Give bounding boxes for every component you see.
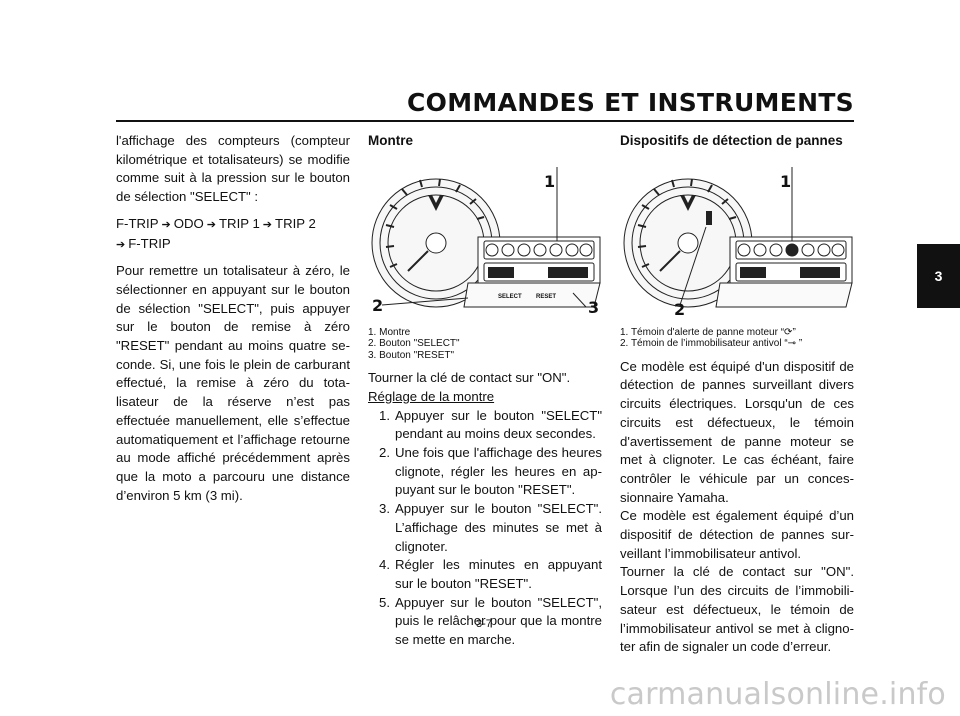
clock-steps: 1.Appuyer sur le bouton "SELECT" pendant… [368, 407, 602, 650]
figure-captions: 1. Témoin d'alerte de panne moteur “⟳” 2… [620, 327, 854, 350]
caption: 1. Montre [368, 326, 411, 338]
paragraph-fault-1: Ce modèle est équipé d'un dispositif de … [620, 358, 854, 505]
seq-item: F-TRIP [128, 235, 171, 251]
caption: 2. Témoin de l’immobilisateur antivol “⊸… [620, 338, 803, 350]
paragraph-reset-instructions: Pour remettre un totalisateur à zéro, le… [116, 263, 350, 503]
caption: 3. Bouton "RESET" [368, 349, 455, 361]
list-item: 1.Appuyer sur le bouton "SELECT" pendant… [379, 407, 602, 442]
section-heading-clock: Montre [368, 133, 413, 148]
page-number: 3-7 [476, 618, 492, 630]
display-sequence: F-TRIP➔ODO➔TRIP 1➔TRIP 2 ➔F-TRIP [116, 215, 350, 254]
seq-item: F-TRIP [116, 215, 159, 231]
watermark: carmanualsonline.info [609, 677, 946, 712]
list-item: 3.Appuyer sur le bouton "SELECT". L’affi… [379, 501, 602, 554]
column-3: Dispositifs de détection de pannes [620, 132, 854, 657]
column-2: Montre [368, 132, 602, 650]
arrow-right-icon: ➔ [206, 218, 216, 231]
instrument-panel-illustration [371, 166, 601, 308]
caption: 2. Bouton "SELECT" [368, 338, 460, 350]
callout-3: 3 [588, 297, 600, 317]
subheading-clock-setting: Réglage de la montre [368, 388, 495, 404]
callout-2: 2 [674, 299, 686, 319]
callout-1: 1 [544, 171, 556, 191]
instrument-panel-illustration [623, 166, 853, 308]
immobilizer-icon: ⊸ [787, 338, 797, 350]
reset-button-label: RESET [536, 293, 557, 300]
section-tab: 3 [917, 244, 960, 308]
seq-item: ODO [173, 215, 204, 231]
paragraph-fault-3: Tourner la clé de contact sur "ON". Lors… [620, 564, 854, 655]
seq-item: TRIP 1 [218, 215, 260, 231]
arrow-right-icon: ➔ [262, 218, 273, 231]
paragraph-fault-2: Ce modèle est également équipé d’un disp… [620, 508, 854, 561]
list-item: 5.Appuyer sur le bouton "SELECT", puis l… [379, 594, 602, 648]
engine-warning-icon: ⟳ [784, 326, 793, 338]
intro-line: Tourner la clé de contact sur "ON". [368, 370, 571, 386]
instrument-panel-figure-clock: SELECT RESET 1 2 3 [368, 155, 602, 325]
callout-1: 1 [780, 171, 792, 191]
section-heading-fault-detection: Dispositifs de détection de pannes [620, 133, 843, 148]
header-rule [116, 120, 854, 122]
select-button-label: SELECT [498, 293, 522, 300]
callout-2: 2 [372, 295, 384, 315]
arrow-right-icon: ➔ [161, 218, 171, 231]
page-header-title: COMMANDES ET INSTRUMENTS [407, 88, 854, 117]
paragraph-display-cycle: l'affichage des compteurs (compteur kilo… [116, 133, 350, 205]
list-item: 2.Une fois que l'affichage des heures cl… [379, 445, 602, 498]
column-1: l'affichage des compteurs (compteur kilo… [116, 132, 350, 505]
list-item: 4.Régler les minutes en appuyant sur le … [379, 557, 602, 591]
instrument-panel-figure-warning: 1 2 [620, 155, 854, 325]
figure-captions: 1. Montre 2. Bouton "SELECT" 3. Bouton "… [368, 327, 602, 362]
seq-item: TRIP 2 [275, 215, 316, 231]
arrow-right-icon: ➔ [116, 238, 126, 251]
caption: 1. Témoin d'alerte de panne moteur “⟳” [620, 326, 796, 338]
